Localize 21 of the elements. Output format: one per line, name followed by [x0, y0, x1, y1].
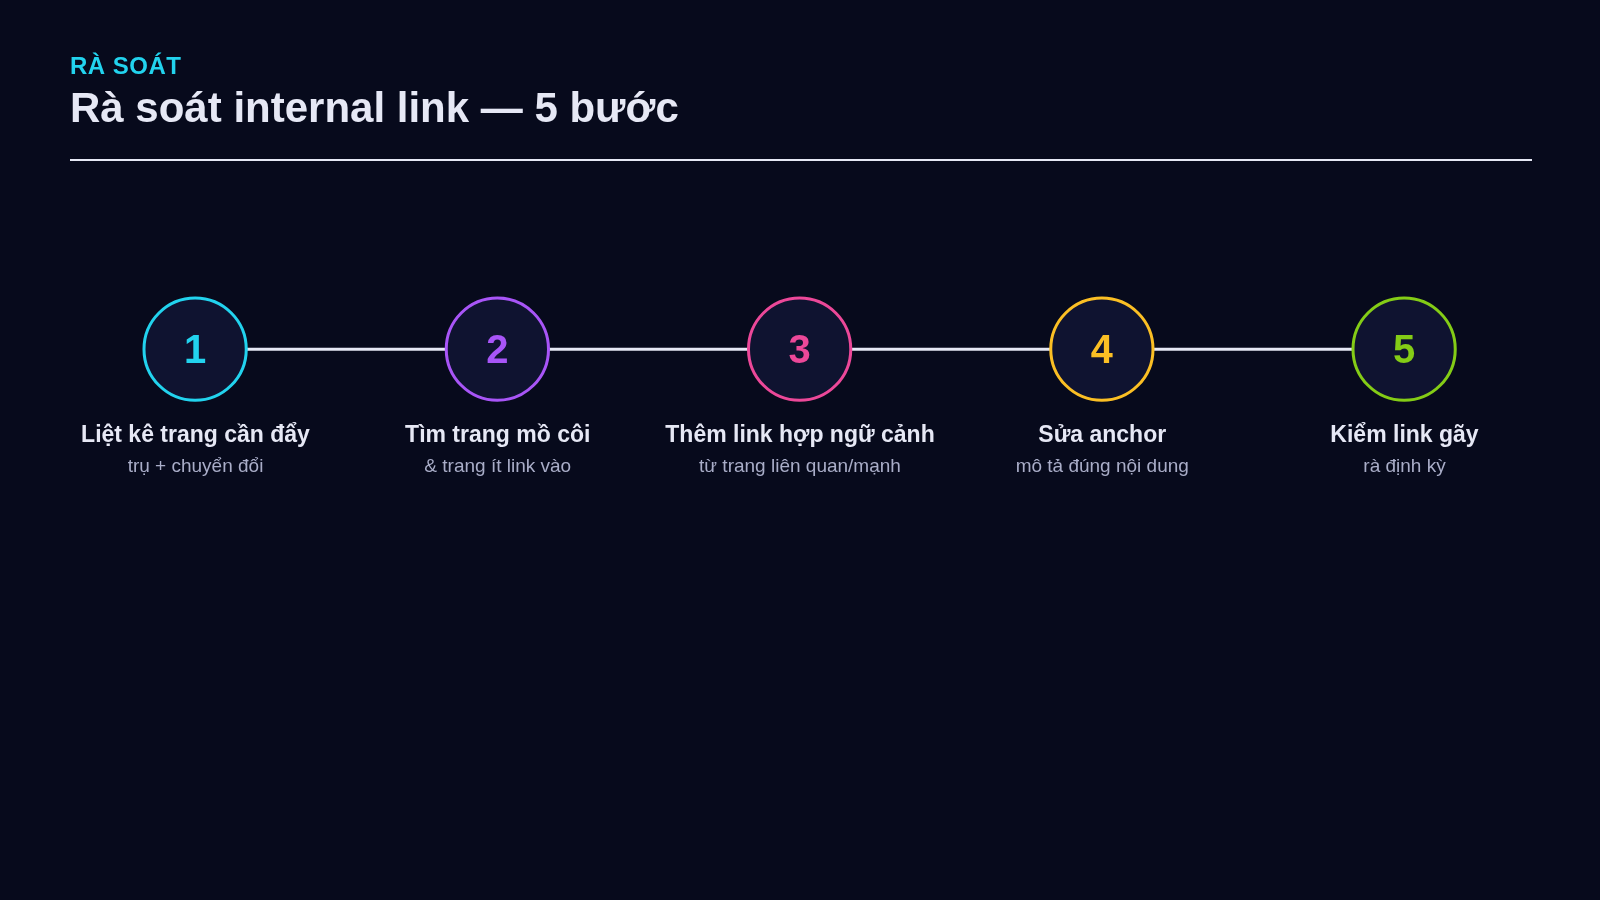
step-title: Thêm link hợp ngữ cảnh — [665, 420, 935, 449]
step-description: trụ + chuyển đổi — [126, 454, 265, 479]
step-description: từ trang liên quan/mạnh — [698, 454, 902, 479]
node-circle: 1 — [142, 296, 249, 402]
step-description: mô tả đúng nội dung — [1014, 454, 1190, 479]
node-circle: 2 — [445, 296, 551, 402]
step-description: rà định kỳ — [1362, 454, 1447, 479]
step-description: & trang ít link vào — [423, 454, 573, 479]
node-circle: 5 — [1351, 296, 1458, 402]
connector — [246, 347, 447, 351]
section-label: RÀ SOÁT — [70, 52, 182, 80]
connector — [1153, 347, 1354, 351]
step-title: Liệt kê trang cần đẩy — [80, 420, 311, 449]
node-circle: 4 — [1049, 296, 1155, 402]
step-title: Kiểm link gãy — [1329, 420, 1480, 449]
connector — [851, 347, 1052, 351]
diagram-title: Rà soát internal link — 5 bước — [70, 84, 679, 132]
node-circle: 3 — [747, 296, 853, 402]
connector — [548, 347, 749, 351]
step-title: Sửa anchor — [1037, 420, 1168, 449]
step-title: Tìm trang mồ côi — [404, 420, 592, 449]
